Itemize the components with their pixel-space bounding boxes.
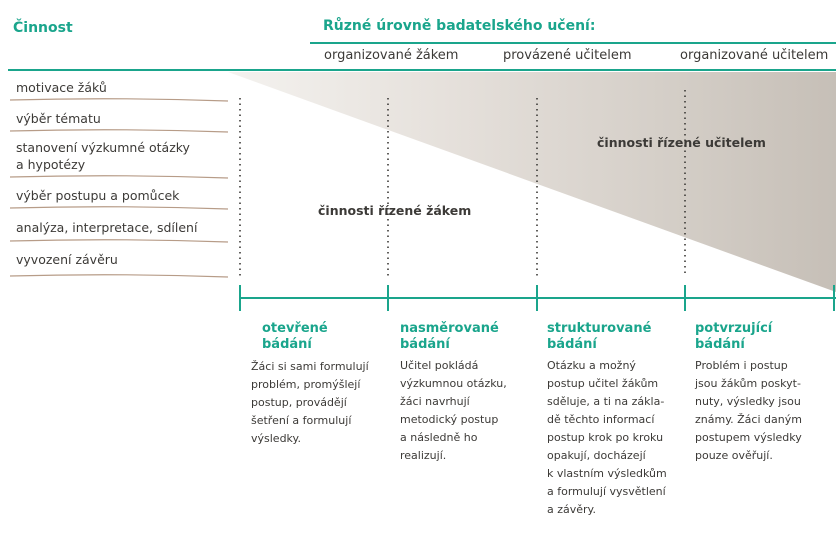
teacher-led-wedge <box>228 72 836 292</box>
inquiry-type-open: otevřené bádání <box>262 321 328 353</box>
inquiry-type-structured-desc: Otázku a možný postup učitel žákům sdělu… <box>547 359 667 516</box>
activity-research-question-line1: stanovení výzkumné otázky <box>16 140 190 155</box>
level-teacher-organized: organizované učitelem <box>680 48 829 63</box>
inquiry-type-confirmation: potvrzující bádání Problém i postup jsou… <box>695 321 802 465</box>
levels-title: Různé úrovně badatelského učení: <box>323 18 596 34</box>
inquiry-type-title: nasměrované bádání <box>400 321 499 352</box>
inquiry-type-structured: strukturované bádání Otázku a možný post… <box>547 321 667 519</box>
inquiry-type-title: potvrzující bádání <box>695 321 773 352</box>
activity-analysis: analýza, interpretace, sdílení <box>16 220 198 235</box>
activity-motivation: motivace žáků <box>16 80 107 95</box>
activity-method-choice: výběr postupu a pomůcek <box>16 188 180 203</box>
inquiry-type-guided-desc: Učitel pokládá výzkumnou otázku, žáci na… <box>400 359 507 462</box>
level-student-organized: organizované žákem <box>324 48 459 63</box>
inquiry-type-title: strukturované bádání <box>547 321 652 352</box>
activity-conclusion: vyvození závěru <box>16 252 118 267</box>
level-teacher-guided: provázené učitelem <box>503 48 632 63</box>
inquiry-type-title: otevřené bádání <box>262 321 328 352</box>
inquiry-type-confirmation-desc: Problém i postup jsou žákům poskyt- nuty… <box>695 359 802 462</box>
inquiry-type-open-desc: Žáci si sami formulují problém, promýšle… <box>251 360 369 445</box>
activity-topic-choice: výběr tématu <box>16 111 101 126</box>
inquiry-type-guided: nasměrované bádání Učitel pokládá výzkum… <box>400 321 507 465</box>
activity-research-question-line2: a hypotézy <box>16 157 86 172</box>
student-led-label: činnosti řízené žákem <box>318 203 472 218</box>
activity-column-title: Činnost <box>13 20 73 36</box>
activity-research-question: stanovení výzkumné otázky a hypotézy <box>16 139 190 173</box>
teacher-led-label: činnosti řízené učitelem <box>597 135 766 150</box>
